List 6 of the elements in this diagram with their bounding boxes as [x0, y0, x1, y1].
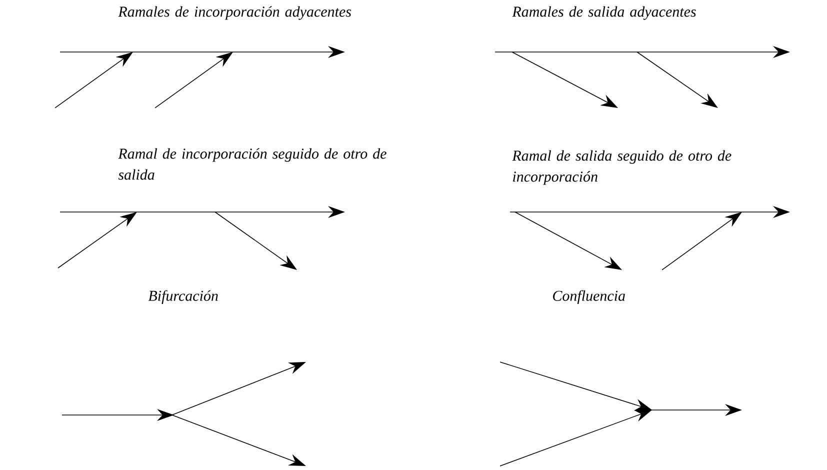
panel-title: Ramales de incorporación adyacentes: [118, 6, 352, 20]
panel-title: Ramales de salida adyacentes: [512, 6, 696, 20]
panel-title: Bifurcación: [148, 290, 218, 304]
panel-title: Confluencia: [553, 290, 625, 304]
panel-title: Ramal de incorporación seguido de otro de salida: [118, 148, 386, 180]
panel-title: Ramal de salida seguido de otro de incorporación: [512, 150, 732, 185]
